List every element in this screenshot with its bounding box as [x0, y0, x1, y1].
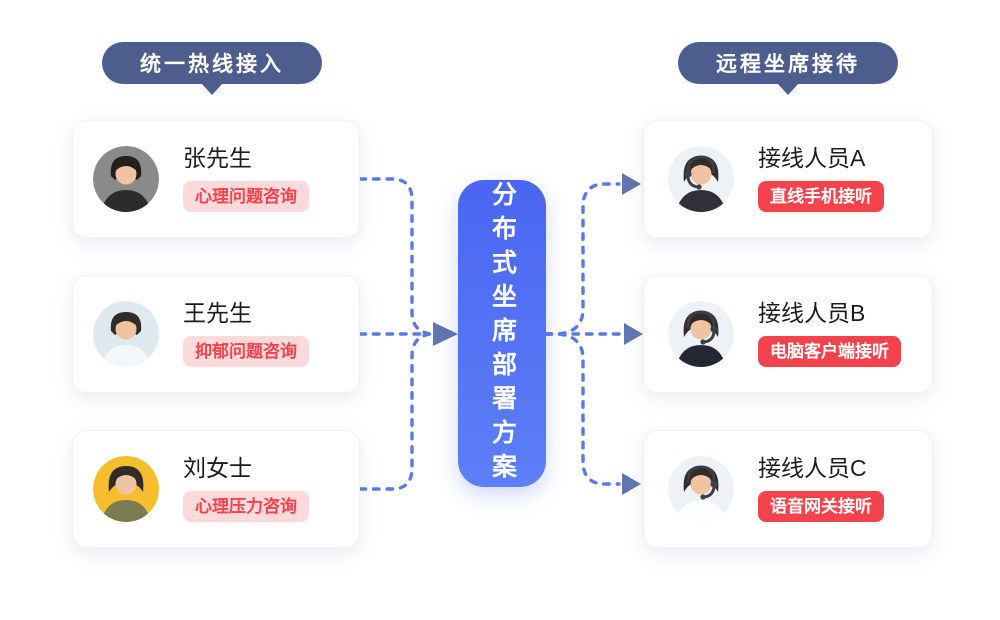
agent1-avatar	[668, 146, 734, 212]
agent2-name: 接线人员B	[758, 299, 866, 326]
caller2-avatar	[93, 301, 159, 367]
caller-card-3: 刘女士 心理压力咨询	[72, 430, 360, 548]
caller-card-1: 张先生 心理问题咨询	[72, 120, 360, 238]
agent3-avatar	[668, 456, 734, 522]
caller1-topic-tag: 心理问题咨询	[183, 180, 309, 212]
caller2-topic-tag: 抑郁问题咨询	[183, 335, 309, 367]
agent-card-3: 接线人员C 语音网关接听	[643, 430, 933, 548]
left-badge-label: 统一热线接入	[140, 53, 284, 76]
caller-card-2: 王先生 抑郁问题咨询	[72, 275, 360, 393]
center-solution-label: 分布式坐席部署方案	[488, 180, 517, 487]
agent-card-2: 接线人员B 电脑客户端接听	[643, 275, 933, 393]
caller3-avatar	[93, 456, 159, 522]
connector-agent3	[544, 332, 621, 486]
arrow-to-agent2-icon	[624, 323, 643, 345]
caller3-topic-tag: 心理压力咨询	[183, 490, 309, 522]
agent1-channel-tag: 直线手机接听	[758, 180, 884, 212]
agent2-channel-tag: 电脑客户端接听	[758, 335, 901, 367]
agent2-avatar	[668, 301, 734, 367]
connector-caller1	[358, 177, 432, 336]
agent-card-1: 接线人员A 直线手机接听	[643, 120, 933, 238]
caller1-name: 张先生	[183, 144, 252, 171]
right-badge-label: 远程坐席接待	[716, 53, 860, 76]
caller2-name: 王先生	[183, 299, 252, 326]
arrow-to-agent3-icon	[622, 473, 641, 495]
connector-agent1	[544, 182, 621, 336]
arrow-into-center-icon	[433, 322, 458, 346]
connector-caller3	[358, 332, 432, 491]
caller1-avatar	[93, 146, 159, 212]
caller3-name: 刘女士	[183, 454, 252, 481]
arrow-to-agent1-icon	[622, 173, 641, 195]
agent3-name: 接线人员C	[758, 454, 867, 481]
right-section-badge: 远程坐席接待	[678, 42, 898, 95]
center-solution-node: 分布式坐席部署方案	[458, 180, 546, 487]
left-section-badge: 统一热线接入	[102, 42, 322, 95]
agent1-name: 接线人员A	[758, 144, 866, 171]
agent3-channel-tag: 语音网关接听	[758, 490, 884, 522]
